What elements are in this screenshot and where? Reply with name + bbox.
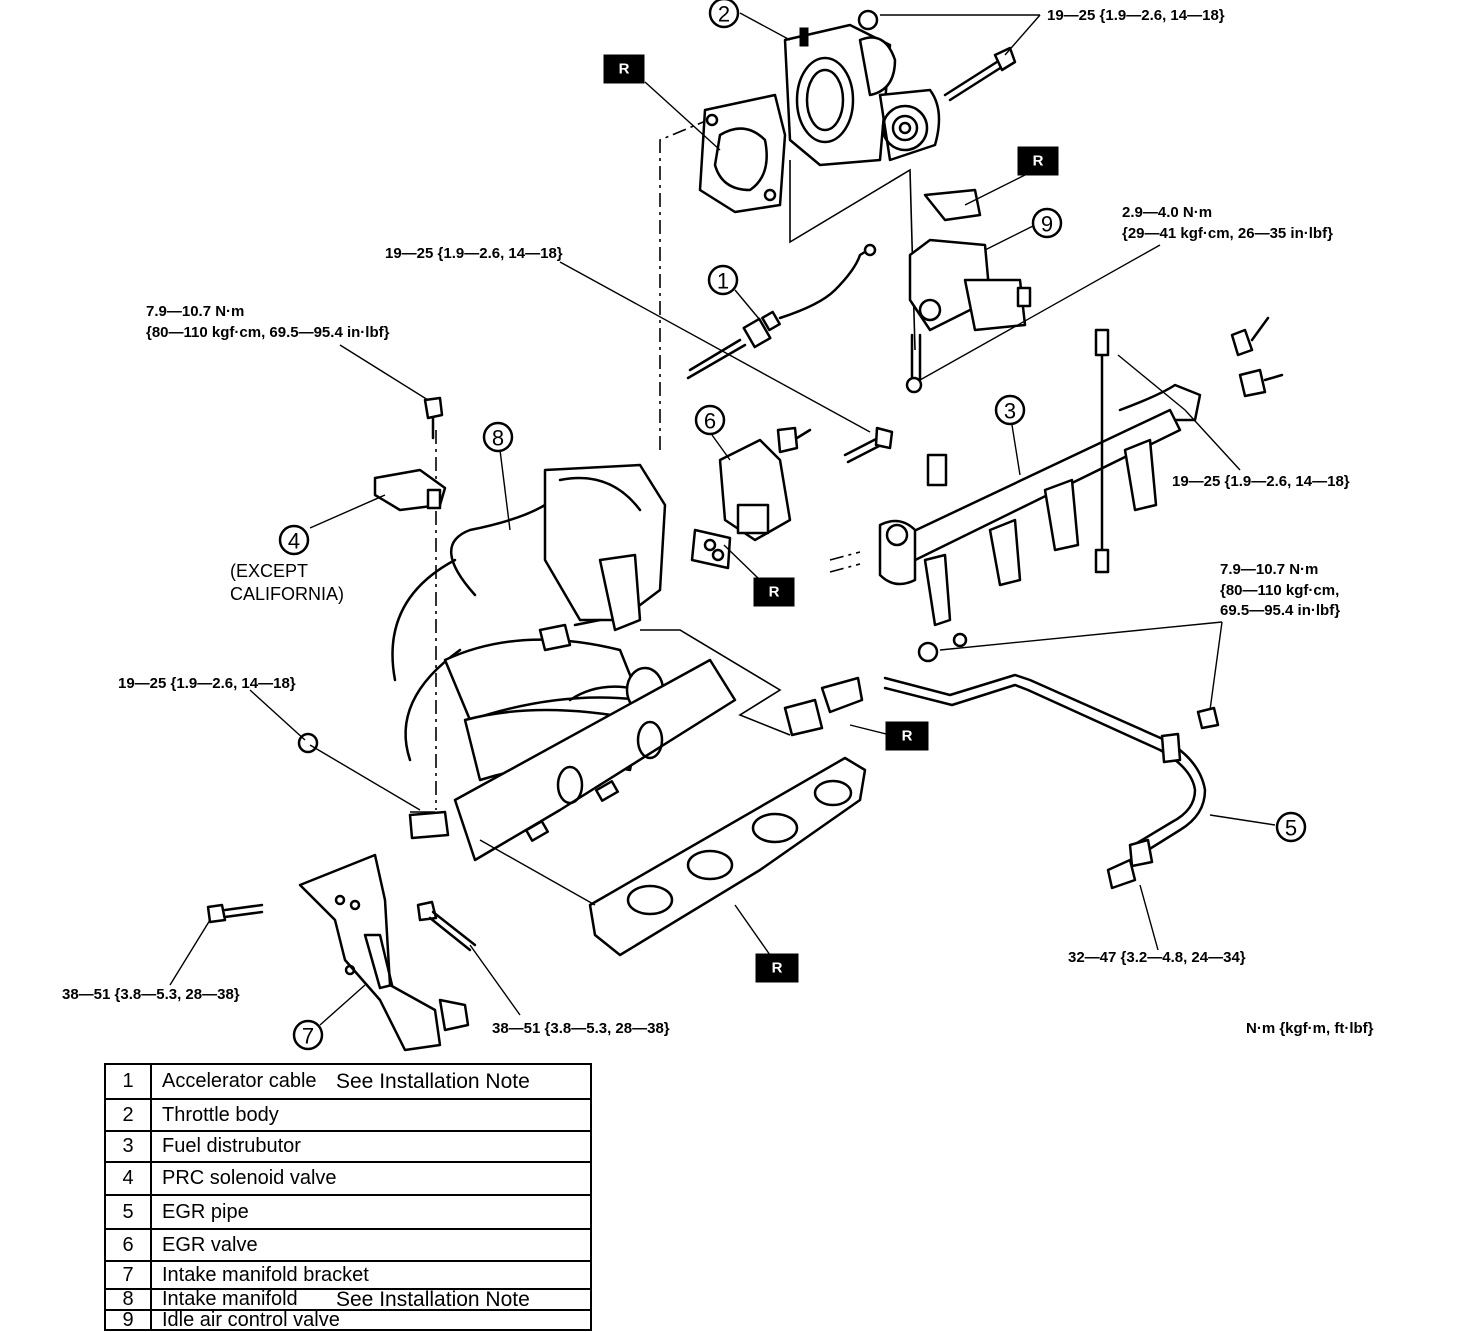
legend-note: See Installation Note — [336, 1287, 530, 1311]
egr-pipe — [783, 632, 1220, 890]
callout-2: 2 — [708, 0, 740, 29]
torque-sensor-bottom: 32—47 {3.2—4.8, 24—34} — [1068, 949, 1246, 966]
legend-num: 3 — [106, 1132, 152, 1161]
legend-part-name: Accelerator cable — [162, 1070, 317, 1092]
torque-throttle-body: 19—25 {1.9—2.6, 14—18} — [1047, 7, 1225, 24]
legend-num: 8 — [106, 1288, 152, 1310]
svg-text:R: R — [772, 960, 783, 977]
manifold-gasket — [588, 756, 867, 957]
replace-mark-2: R — [1017, 146, 1059, 176]
torque-egr-line3: 69.5—95.4 in·lbf} — [1220, 602, 1340, 619]
idle-air-control-valve — [905, 188, 1032, 394]
replace-mark-4: R — [885, 721, 929, 751]
torque-bracket-left: 38—51 {3.8—5.3, 28—38} — [62, 986, 240, 1003]
torque-prc-line1: 7.9—10.7 N·m — [146, 303, 244, 320]
throttle-body — [698, 23, 941, 214]
torque-bracket-right: 38—51 {3.8—5.3, 28—38} — [492, 1020, 670, 1037]
svg-text:4: 4 — [288, 529, 300, 554]
legend-num: 2 — [106, 1100, 152, 1130]
legend-num: 9 — [106, 1309, 152, 1331]
callout-6: 6 — [694, 404, 726, 436]
torque-iac-line2: {29—41 kgf·cm, 26—35 in·lbf} — [1122, 225, 1333, 242]
bolt-tb — [857, 9, 1017, 102]
legend-row: 4 PRC solenoid valve — [106, 1163, 590, 1196]
svg-text:3: 3 — [1004, 399, 1016, 424]
leader-lines — [169, 12, 1276, 1026]
egr-valve — [690, 426, 894, 570]
torque-egr-line2: {80—110 kgf·cm, — [1220, 582, 1339, 599]
legend-note: See Installation Note — [336, 1069, 530, 1093]
legend-row: 5 EGR pipe — [106, 1196, 590, 1230]
svg-text:7: 7 — [302, 1024, 314, 1049]
legend-row: 1 Accelerator cable See Installation Not… — [106, 1065, 590, 1100]
replace-mark-1: R — [603, 54, 645, 84]
legend-part-name: EGR pipe — [162, 1200, 249, 1223]
units-note: N·m {kgf·m, ft·lbf} — [1246, 1020, 1374, 1037]
legend-part-name: Idle air control valve — [162, 1308, 340, 1331]
parts-legend-table: 1 Accelerator cable See Installation Not… — [104, 1063, 592, 1331]
legend-num: 7 — [106, 1262, 152, 1288]
replace-mark-3: R — [753, 577, 795, 607]
prc-solenoid-valve — [373, 396, 447, 512]
torque-iac-line1: 2.9—4.0 N·m — [1122, 204, 1212, 221]
svg-text:9: 9 — [1041, 212, 1053, 237]
replace-mark-5: R — [755, 953, 799, 983]
legend-num: 4 — [106, 1163, 152, 1194]
legend-part-name: Throttle body — [162, 1103, 279, 1126]
legend-num: 1 — [106, 1065, 152, 1098]
legend-row: 8 Intake manifold See Installation Note — [106, 1287, 590, 1311]
legend-row: 3 Fuel distrubutor — [106, 1132, 590, 1163]
svg-text:R: R — [769, 584, 780, 601]
torque-egr-line1: 7.9—10.7 N·m — [1220, 561, 1318, 578]
legend-row: 6 EGR valve — [106, 1230, 590, 1262]
legend-num: 6 — [106, 1230, 152, 1260]
intake-manifold-bracket — [206, 853, 477, 1052]
callout-5: 5 — [1275, 811, 1307, 843]
fuel-connectors — [1230, 316, 1284, 398]
callout-4: 4 — [278, 524, 310, 556]
callout-9: 9 — [1031, 207, 1063, 239]
legend-part-name: Intake manifold — [162, 1288, 298, 1310]
svg-text:5: 5 — [1285, 816, 1297, 841]
legend-part-name: Fuel distrubutor — [162, 1135, 301, 1157]
callout-8: 8 — [482, 421, 514, 453]
svg-text:8: 8 — [492, 426, 504, 451]
svg-text:1: 1 — [717, 269, 729, 294]
torque-manifold-nut: 19—25 {1.9—2.6, 14—18} — [118, 675, 296, 692]
callout-7: 7 — [292, 1019, 324, 1051]
legend-part-name: EGR valve — [162, 1233, 258, 1256]
svg-text:R: R — [619, 61, 630, 78]
svg-text:2: 2 — [718, 2, 730, 27]
svg-text:R: R — [902, 728, 913, 745]
torque-accel-bracket: 19—25 {1.9—2.6, 14—18} — [385, 245, 563, 262]
intake-manifold — [391, 463, 737, 862]
legend-num: 5 — [106, 1196, 152, 1228]
legend-part-name: Intake manifold bracket — [162, 1263, 369, 1286]
callout-1: 1 — [707, 264, 739, 296]
legend-row: 7 Intake manifold bracket — [106, 1262, 590, 1290]
except-note-line1: (EXCEPT — [230, 561, 308, 581]
accelerator-cable — [686, 243, 877, 380]
legend-part-name: PRC solenoid valve — [162, 1167, 337, 1189]
torque-prc-line2: {80—110 kgf·cm, 69.5—95.4 in·lbf} — [146, 324, 390, 341]
fuel-distributor — [878, 328, 1202, 627]
svg-text:R: R — [1033, 153, 1044, 170]
svg-text:6: 6 — [704, 409, 716, 434]
torque-fuel-distributor: 19—25 {1.9—2.6, 14—18} — [1172, 473, 1350, 490]
except-note-line2: CALIFORNIA) — [230, 584, 344, 604]
legend-row: 9 Idle air control valve — [106, 1308, 590, 1331]
callout-3: 3 — [994, 394, 1026, 426]
legend-row: 2 Throttle body — [106, 1100, 590, 1132]
